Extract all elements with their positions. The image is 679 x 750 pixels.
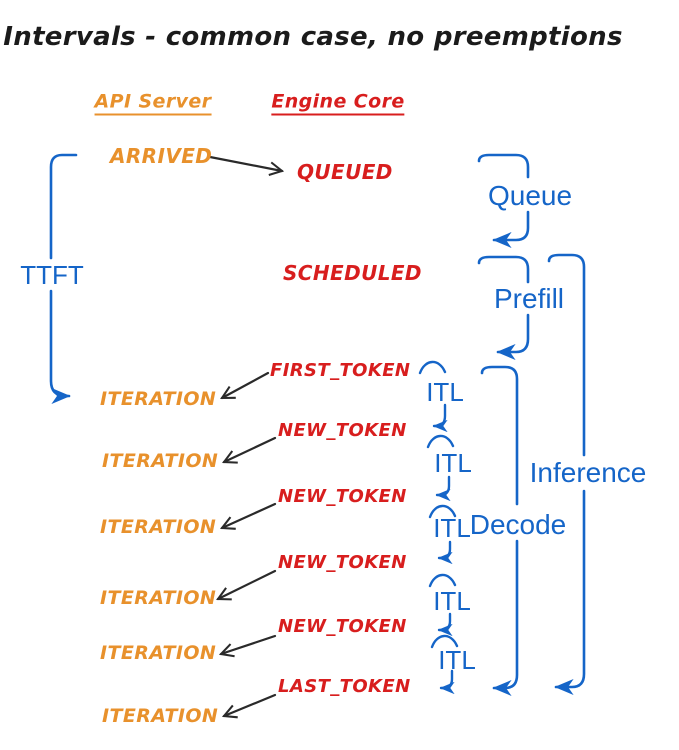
interval-label-itl-2: ITL <box>434 448 472 478</box>
interval-label-itl-3: ITL <box>433 513 471 543</box>
event-new-token-3: NEW_TOKEN <box>278 552 407 573</box>
event-new-token-2: NEW_TOKEN <box>278 486 407 507</box>
event-scheduled: SCHEDULED <box>283 261 422 285</box>
event-arrived: ARRIVED <box>110 144 213 168</box>
itl-bracket-2 <box>426 434 455 502</box>
itl-bracket-1 <box>418 360 448 433</box>
column-header-api-server: API Server <box>94 92 212 116</box>
interval-label-itl-4: ITL <box>433 586 471 616</box>
itl-bracket-5 <box>430 634 459 695</box>
page-title: Intervals - common case, no preemptions <box>3 22 623 52</box>
itl-bracket-4 <box>428 573 457 637</box>
event-connector-arrows <box>208 155 282 716</box>
arrow-new-token-to-iteration <box>222 502 277 528</box>
event-queued: QUEUED <box>297 160 393 184</box>
event-iteration-6: ITERATION <box>102 705 219 727</box>
event-new-token-4: NEW_TOKEN <box>278 616 407 637</box>
interval-label-prefill: Prefill <box>493 283 565 314</box>
event-new-token-1: NEW_TOKEN <box>278 420 407 441</box>
inference-bracket <box>547 253 586 696</box>
event-iteration-2: ITERATION <box>102 450 219 472</box>
ttft-bracket <box>49 153 78 405</box>
event-iteration-5: ITERATION <box>100 642 217 664</box>
arrow-new-token-to-iteration <box>224 436 277 462</box>
arrow-new-token-to-iteration <box>218 569 277 599</box>
queue-bracket <box>477 153 530 249</box>
event-first-token: FIRST_TOKEN <box>270 360 411 381</box>
event-iteration-3: ITERATION <box>100 516 217 538</box>
arrow-arrived-to-queued <box>208 155 282 171</box>
column-header-engine-core: Engine Core <box>271 92 405 116</box>
interval-label-queue: Queue <box>487 180 573 211</box>
event-last-token: LAST_TOKEN <box>278 676 411 697</box>
itl-bracket-3 <box>428 504 457 565</box>
event-iteration-1: ITERATION <box>100 388 217 410</box>
arrow-new-token-to-iteration <box>221 634 277 654</box>
interval-label-ttft: TTFT <box>20 260 84 290</box>
arrow-first-token-to-iteration <box>222 371 270 400</box>
decode-bracket <box>480 365 519 697</box>
event-iteration-4: ITERATION <box>100 587 217 609</box>
interval-label-itl-1: ITL <box>426 377 464 407</box>
interval-label-inference: Inference <box>529 457 647 488</box>
interval-label-itl-5: ITL <box>438 645 476 675</box>
arrow-last-token-to-iteration <box>224 693 277 716</box>
interval-label-decode: Decode <box>469 509 567 540</box>
prefill-bracket <box>477 255 530 361</box>
